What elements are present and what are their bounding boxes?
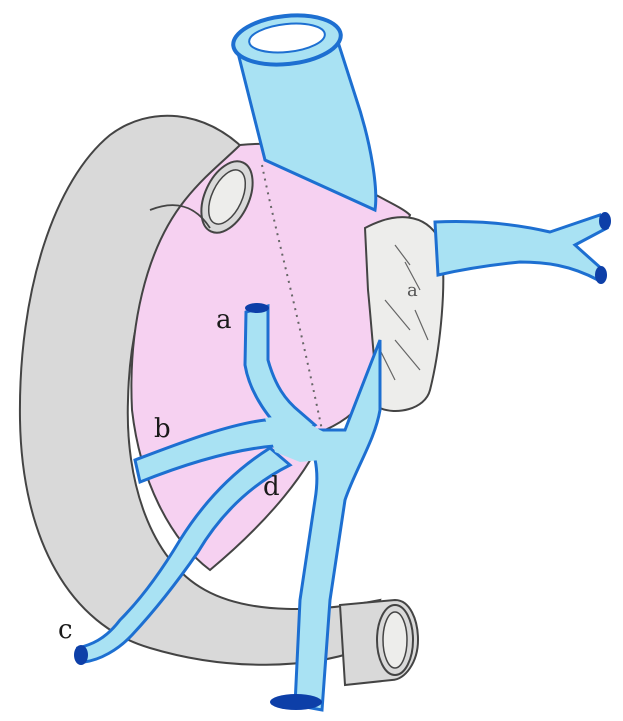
- label-d: d: [263, 472, 280, 502]
- branch-c-cap: [74, 645, 88, 665]
- splenic-vein-cap-lower: [595, 266, 607, 284]
- duodenum-tube-inner: [383, 612, 407, 668]
- main-vein-bottom-cap: [270, 694, 322, 710]
- label-node: a: [407, 280, 418, 301]
- branch-a-cap: [245, 303, 269, 313]
- label-c: c: [58, 615, 73, 645]
- splenic-vein: [435, 215, 607, 280]
- label-a: a: [216, 305, 232, 335]
- splenic-vein-cap-upper: [599, 212, 611, 230]
- label-b: b: [154, 414, 171, 444]
